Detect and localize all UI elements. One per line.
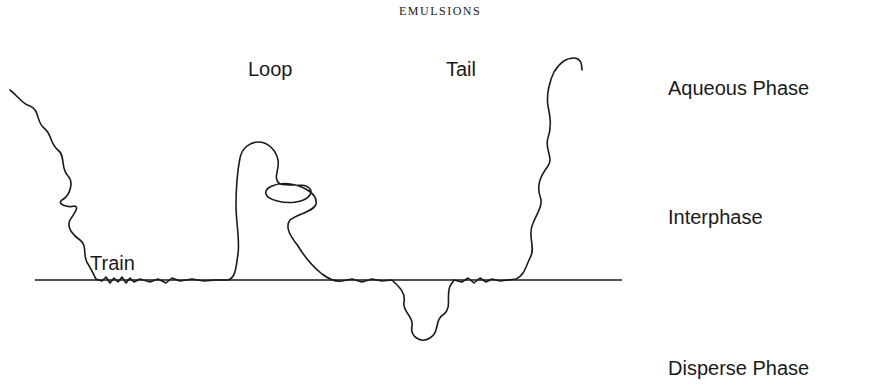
- polymer-chain: [10, 58, 582, 340]
- phase-label: Interphase: [668, 206, 763, 228]
- running-header: EMULSIONS: [399, 4, 481, 19]
- part-label: Loop: [248, 58, 293, 80]
- phase-label: Disperse Phase: [668, 357, 809, 379]
- part-label: Train: [90, 252, 135, 274]
- phase-label: Aqueous Phase: [668, 77, 809, 99]
- part-label: Tail: [446, 58, 476, 80]
